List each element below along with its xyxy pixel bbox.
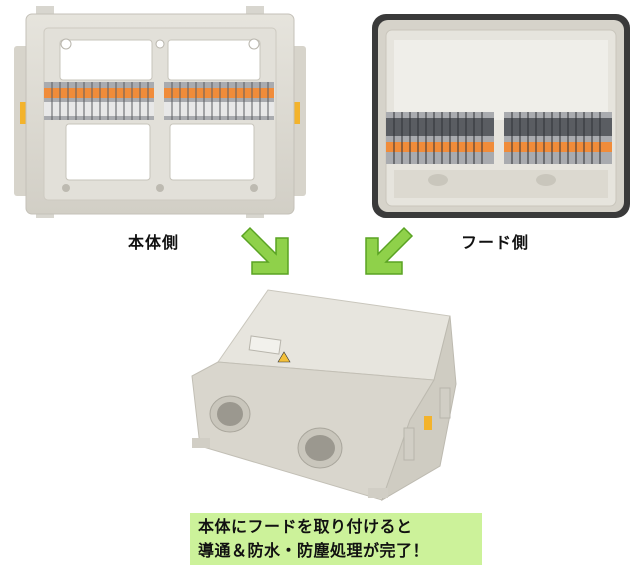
body-side-enclosure-image [14,6,306,218]
assembled-enclosure-image [191,289,457,502]
arrow-down-left-icon [365,226,414,275]
body-side-label: 本体側 [128,233,180,252]
hood-side-enclosure-image [372,14,630,218]
caption-line-1: 本体にフードを取り付けると [198,517,413,536]
hood-side-label: フード側 [461,233,530,252]
caption-line-2: 導通＆防水・防塵処理が完了！ [198,541,430,560]
caption-box: 本体にフードを取り付けると 導通＆防水・防塵処理が完了！ [190,513,482,565]
arrow-down-right-icon [240,226,289,275]
